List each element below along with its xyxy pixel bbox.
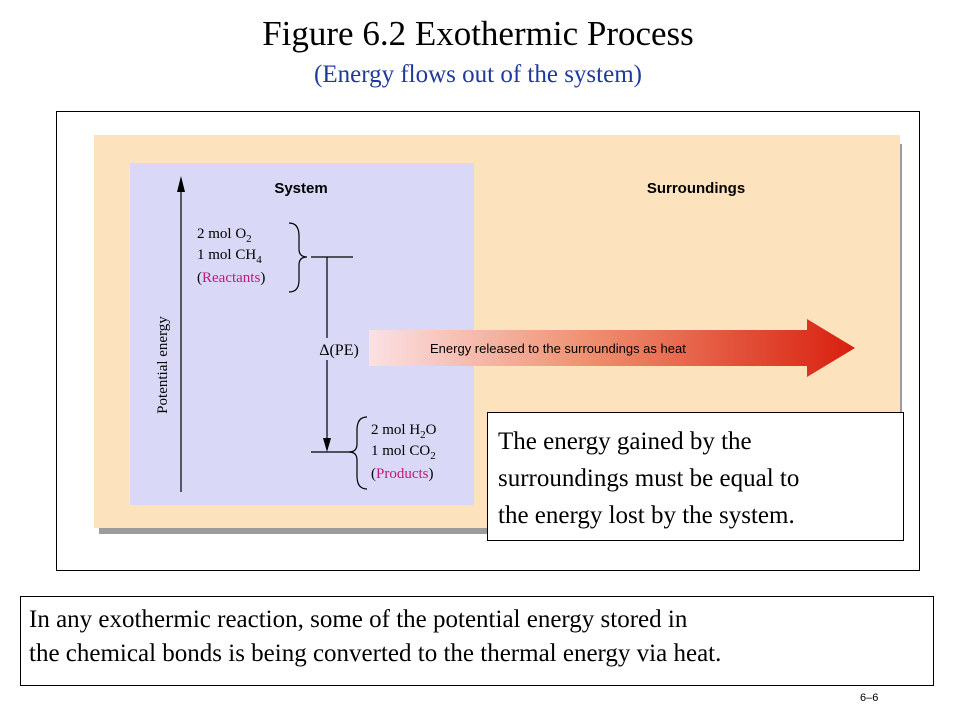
callout-line-2: surroundings must be equal to xyxy=(498,465,800,492)
page-number: 6–6 xyxy=(860,692,879,704)
delta-pe-label: Δ(PE) xyxy=(319,342,359,359)
products-label: (Products) xyxy=(371,466,434,482)
explanation-box: In any exothermic reaction, some of the … xyxy=(20,596,934,686)
delta-pe-label-bg xyxy=(307,338,367,360)
reactants-label: (Reactants) xyxy=(197,270,265,286)
products-brace xyxy=(348,416,368,490)
callout-line-3: the energy lost by the system. xyxy=(498,502,795,529)
delta-pe-arrowhead xyxy=(323,438,331,452)
axis-arrowhead xyxy=(177,176,185,192)
products-h2o: 2 mol H2O xyxy=(371,422,437,441)
products-co2: 1 mol CO2 xyxy=(371,443,436,462)
axis-label: Potential energy xyxy=(155,316,171,414)
figure-title: Figure 6.2 Exothermic Process xyxy=(262,14,694,53)
energy-balance-callout: The energy gained by the surroundings mu… xyxy=(487,412,904,541)
reactants-ch4: 1 mol CH4 xyxy=(197,247,262,266)
reactants-o2: 2 mol O2 xyxy=(197,226,252,245)
surroundings-label: Surroundings xyxy=(647,180,745,197)
system-label: System xyxy=(274,180,327,197)
figure-subtitle: (Energy flows out of the system) xyxy=(314,61,642,88)
callout-line-1: The energy gained by the xyxy=(498,428,752,455)
reactants-brace xyxy=(288,222,308,293)
heat-arrow-label: Energy released to the surroundings as h… xyxy=(430,341,686,356)
explanation-line-2: the chemical bonds is being converted to… xyxy=(29,640,722,667)
heat-arrow xyxy=(369,319,855,377)
explanation-line-1: In any exothermic reaction, some of the … xyxy=(29,606,688,633)
